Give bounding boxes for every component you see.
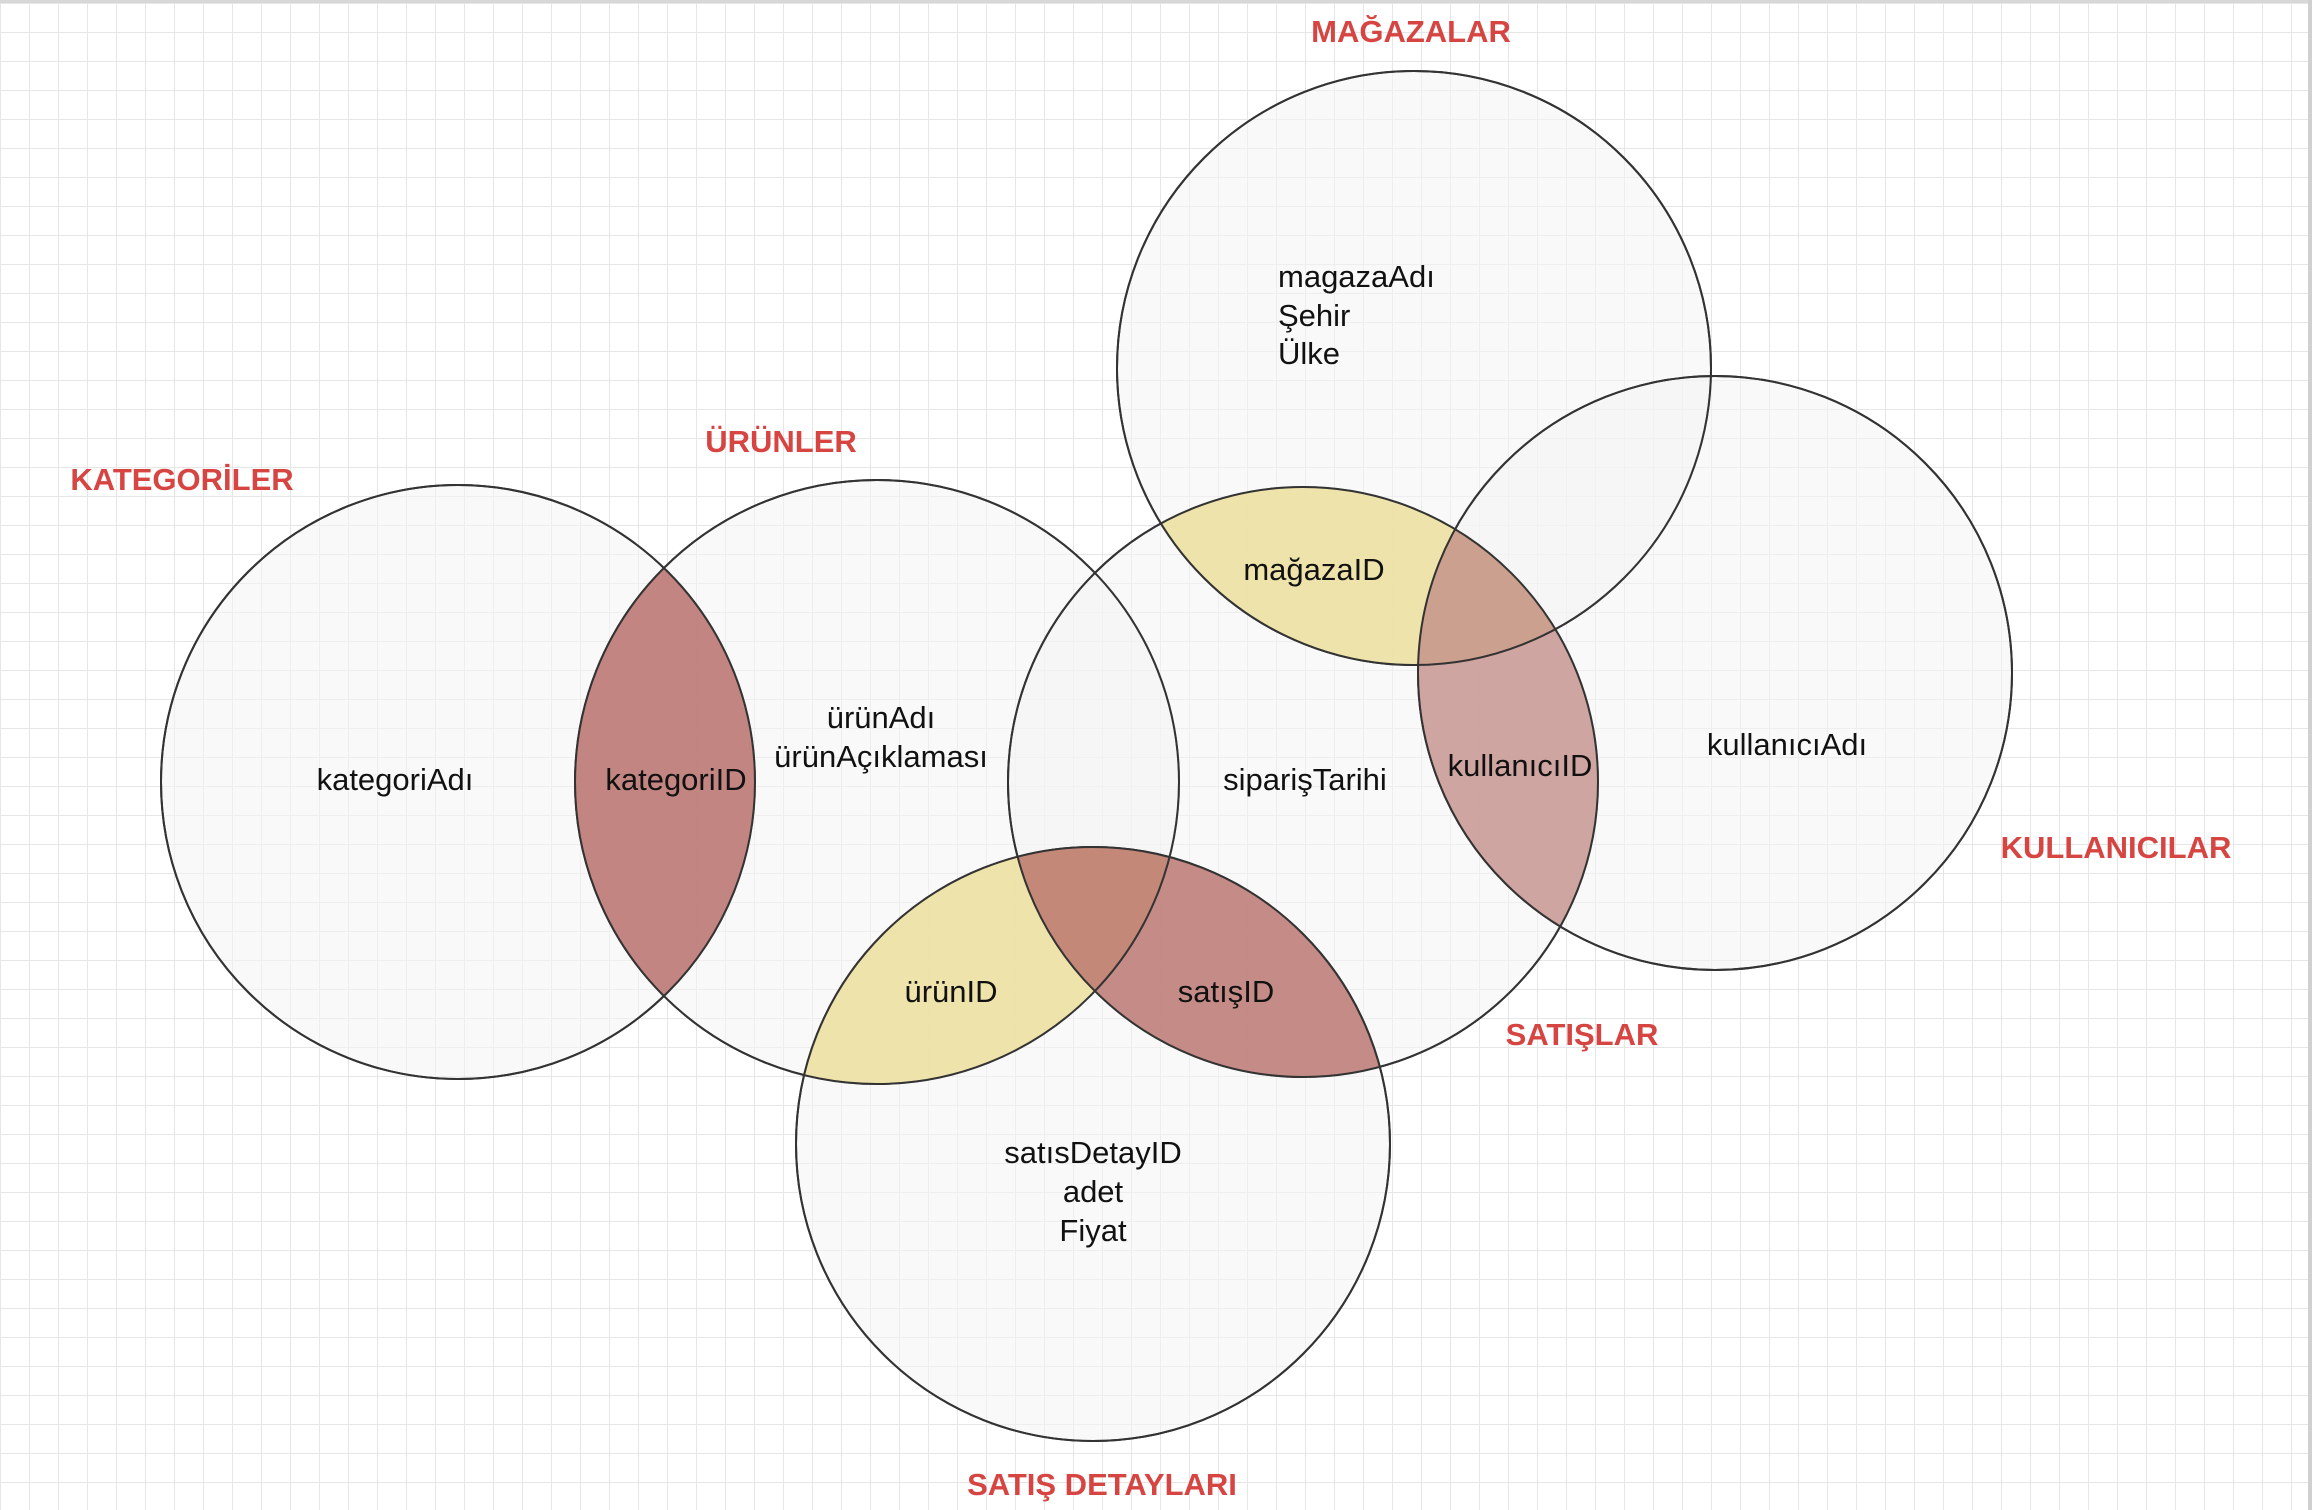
field-kategori-adi: kategoriAdı [317, 762, 474, 797]
field-urun-aciklamasi: ürünAçıklaması [774, 739, 988, 774]
field-ulke: Ülke [1278, 336, 1340, 371]
title-magazalar: MAĞAZALAR [1311, 14, 1511, 49]
canvas-edge [2308, 0, 2312, 1510]
key-kategori-id: kategoriID [605, 762, 746, 797]
overlap-satisdetay-urunler [796, 847, 1179, 1084]
key-kullanici-id: kullanıcıID [1448, 748, 1593, 783]
circle-outlines [160, 70, 2013, 1442]
title-satislar: SATIŞLAR [1506, 1017, 1659, 1052]
title-urunler: ÜRÜNLER [705, 424, 857, 459]
overlap-satisdetay-satislar [1008, 847, 1390, 1077]
field-adet: adet [1063, 1174, 1124, 1209]
field-urun-adi: ürünAdı [827, 700, 936, 735]
key-satis-id: satışID [1178, 974, 1274, 1009]
field-fiyat: Fiyat [1059, 1213, 1127, 1248]
key-urun-id: ürünID [904, 974, 997, 1009]
field-siparis-tarihi: siparişTarihi [1223, 762, 1387, 797]
key-magaza-id: mağazaID [1243, 552, 1384, 587]
field-sehir: Şehir [1278, 298, 1350, 333]
title-kullanicilar: KULLANICILAR [2001, 830, 2232, 865]
title-kategoriler: KATEGORİLER [70, 462, 293, 497]
field-kullanici-adi: kullanıcıAdı [1707, 727, 1867, 762]
field-satis-detay-id: satısDetayID [1004, 1135, 1181, 1170]
title-satis-detaylari: SATIŞ DETAYLARI [967, 1467, 1237, 1502]
field-magaza-adi: magazaAdı [1278, 259, 1435, 294]
